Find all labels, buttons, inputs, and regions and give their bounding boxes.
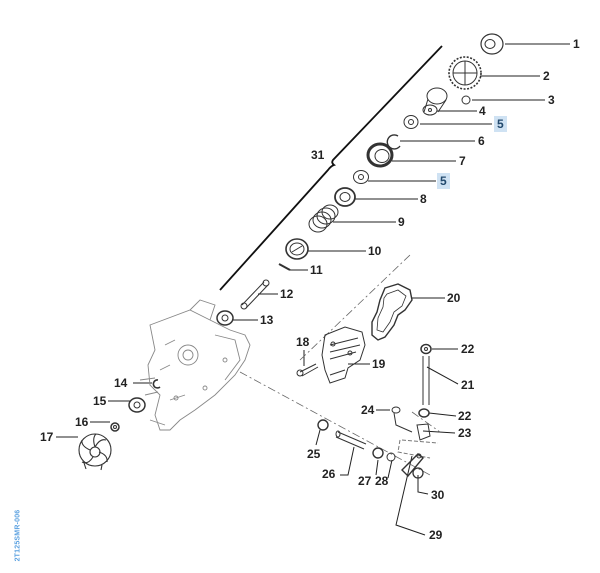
drawing-code: 2T125SMR-006 <box>14 509 22 562</box>
part-9-spring <box>308 204 339 233</box>
callout-11: 11 <box>310 263 323 277</box>
callout-9: 9 <box>398 215 405 229</box>
group-bracket-31 <box>219 45 443 291</box>
callout-12: 12 <box>280 287 294 301</box>
part-1-spacer <box>480 33 504 55</box>
part-8-bearing <box>334 187 356 207</box>
callout-17: 17 <box>40 430 54 444</box>
callout-7: 7 <box>459 154 466 168</box>
part-30-nut <box>412 467 424 479</box>
part-2-gear <box>448 56 482 90</box>
callout-14: 14 <box>114 376 128 390</box>
callout-13: 13 <box>260 313 274 327</box>
part-22-nut-2 <box>418 408 430 418</box>
part-16-nut <box>110 422 120 432</box>
part-19-cover <box>321 326 366 384</box>
part-22-nut <box>420 343 432 355</box>
part-7-seal <box>366 142 394 168</box>
part-21-rod <box>422 356 430 405</box>
callout-26: 26 <box>322 467 336 481</box>
callout-3: 3 <box>548 93 555 107</box>
part-3-ball <box>461 95 471 105</box>
part-27-bush <box>372 447 384 459</box>
leader-lines <box>56 43 570 536</box>
part-25-nut <box>317 419 329 431</box>
callout-22-lower: 22 <box>458 409 472 423</box>
callout-15: 15 <box>93 394 107 408</box>
callout-5-highlighted: 5 <box>494 116 507 132</box>
part-24-screw <box>391 406 413 433</box>
callout-19: 19 <box>372 357 386 371</box>
part-18-bolt <box>296 363 319 377</box>
callout-1: 1 <box>573 37 580 51</box>
callout-20: 20 <box>447 291 461 305</box>
callout-18: 18 <box>296 335 310 349</box>
part-5-washer <box>403 115 419 129</box>
callout-21: 21 <box>461 378 475 392</box>
part-15-seal <box>128 397 146 413</box>
callout-24: 24 <box>361 403 375 417</box>
callout-4: 4 <box>479 104 486 118</box>
part-29-lever <box>401 453 424 478</box>
callout-29: 29 <box>429 528 443 542</box>
part-23-lever <box>416 423 431 441</box>
callout-2: 2 <box>543 69 550 83</box>
part-12-shaft <box>240 279 270 310</box>
part-14-clip <box>152 379 161 389</box>
callout-27: 27 <box>358 474 372 488</box>
engine-housing <box>139 299 251 431</box>
part-6-circlip <box>386 134 401 150</box>
callout-6: 6 <box>478 134 485 148</box>
part-5-washer-2 <box>353 170 369 184</box>
part-4-bushing <box>422 87 448 116</box>
callout-22: 22 <box>461 342 475 356</box>
callout-25: 25 <box>307 447 321 461</box>
part-10-cap <box>285 238 309 260</box>
callout-5-highlighted-2: 5 <box>437 173 450 189</box>
callout-8: 8 <box>420 192 427 206</box>
part-17-impeller <box>78 433 112 471</box>
part-23-bracket-outline <box>397 439 439 459</box>
callout-23: 23 <box>458 426 472 440</box>
part-20-gasket <box>371 283 413 341</box>
part-13-washer <box>216 310 234 326</box>
callout-30: 30 <box>431 488 445 502</box>
part-26-shaft <box>335 430 367 450</box>
part-28-washer <box>386 452 396 462</box>
callout-28: 28 <box>375 474 389 488</box>
callout-31-group: 31 <box>311 148 325 162</box>
axis-lines <box>239 254 441 476</box>
callout-10: 10 <box>368 244 382 258</box>
part-11-pin <box>278 263 291 271</box>
callout-16: 16 <box>75 415 89 429</box>
